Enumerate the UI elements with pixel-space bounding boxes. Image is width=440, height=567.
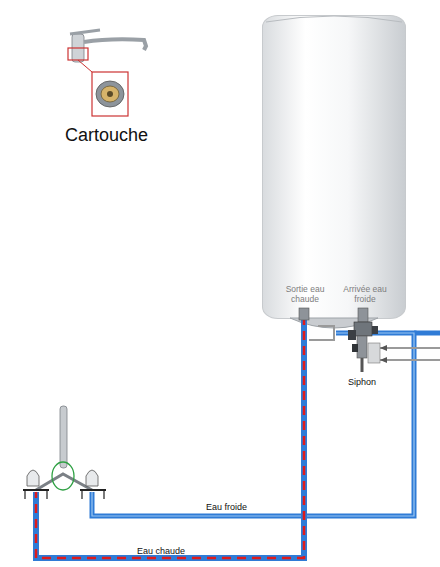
cartridge-label: Cartouche — [65, 125, 148, 146]
outlet-label: Sortie eau chaude — [276, 284, 334, 304]
mixer-faucet — [23, 406, 106, 499]
pipe-label: Eau froide — [206, 502, 247, 512]
water-heater-tank: Sortie eau chaudeArrivée eau froide — [262, 15, 406, 319]
cold-pipe — [92, 333, 440, 516]
hot-pipe — [36, 316, 304, 558]
siphon-label: Siphon — [348, 377, 376, 387]
tank-base — [290, 318, 378, 328]
inlet-label: Arrivée eau froide — [336, 284, 394, 304]
faucet-icon — [68, 30, 146, 72]
cartridge-icon — [92, 72, 128, 116]
pipe-label: Eau chaude — [137, 546, 185, 556]
